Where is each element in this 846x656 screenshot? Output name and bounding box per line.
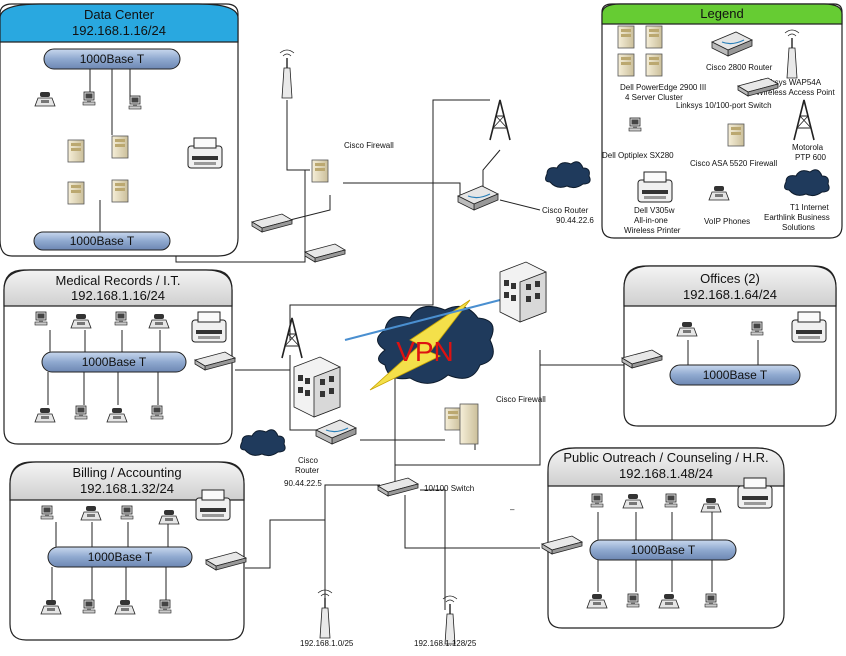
- outreach-bus: [589, 539, 737, 561]
- top-firewall-label: Cisco Firewall: [344, 141, 394, 150]
- outreach-subnet: 192.168.1.48/24: [619, 466, 713, 481]
- billing-bus-label: 1000Base T: [88, 550, 153, 564]
- offices-bus-label: 1000Base T: [703, 368, 768, 382]
- bottom-firewall-icon: [444, 407, 462, 431]
- center-switch-label: 10/100 Switch: [424, 484, 474, 493]
- legend-poweredge-label2: 4 Server Cluster: [625, 93, 683, 102]
- legend: Legend Dell PowerEdge 2900 III 4 Server …: [601, 3, 843, 239]
- bottom-router-label2: Router: [295, 466, 319, 475]
- legend-asa-icon: [727, 123, 745, 147]
- pc-icon: [626, 593, 640, 608]
- server-icon: [111, 135, 129, 159]
- pc-icon: [34, 311, 48, 326]
- pc-icon: [40, 505, 54, 520]
- bottom-internet-cloud-icon: [240, 429, 286, 457]
- zone-medical-records: Medical Records / I.T. 192.168.1.16/24 1…: [3, 269, 236, 445]
- medical-bus: [41, 351, 187, 373]
- data-center-title: Data Center: [84, 7, 155, 22]
- offices-subnet: 192.168.1.64/24: [683, 287, 777, 302]
- legend-voip-label: VoIP Phones: [704, 217, 750, 226]
- dc-switch2-icon: [304, 243, 346, 263]
- poweredge-icon: [645, 53, 663, 77]
- billing-title: Billing / Accounting: [72, 465, 181, 480]
- zone-data-center: Data Center 192.168.1.16/24 1000Base T 1…: [0, 3, 239, 257]
- legend-motorola-label: Motorola: [792, 143, 824, 152]
- legend-optiplex-label: Dell Optiplex SX280: [602, 151, 674, 160]
- medical-bus-label: 1000Base T: [82, 355, 147, 369]
- center-switch-icon: [377, 477, 419, 497]
- bottom-tower-icon: [281, 317, 303, 359]
- medical-title: Medical Records / I.T.: [56, 273, 181, 288]
- legend-printer-label3: Wireless Printer: [624, 226, 681, 235]
- top-router-label: Cisco Router: [542, 206, 589, 215]
- vpn-label: VPN: [396, 336, 454, 367]
- pc-icon: [120, 505, 134, 520]
- legend-optiplex-icon: [628, 117, 642, 132]
- remote-building-icon: [499, 261, 547, 323]
- zone-billing: Billing / Accounting 192.168.1.32/24 100…: [9, 461, 247, 641]
- legend-router-label: Cisco 2800 Router: [706, 63, 773, 72]
- legend-switch-label: Linksys 10/100-port Switch: [676, 101, 772, 110]
- bottom-router-ip: 90.44.22.5: [284, 479, 322, 488]
- data-center-bus-bottom-label: 1000Base T: [70, 234, 135, 248]
- pc-icon: [750, 321, 764, 336]
- legend-asa-label: Cisco ASA 5520 Firewall: [690, 159, 777, 168]
- bottom-router-label: Cisco: [298, 456, 319, 465]
- data-center-subnet: 192.168.1.16/24: [72, 23, 166, 38]
- legend-wap-label: Linksys WAP54A: [760, 78, 822, 87]
- pc-icon: [74, 405, 88, 420]
- bottom-firewall-label: Cisco Firewall: [496, 395, 546, 404]
- backbone-wires: [175, 60, 625, 610]
- top-internet-cloud-icon: [545, 161, 591, 189]
- zone-public-outreach: Public Outreach / Counseling / H.R. 192.…: [541, 447, 785, 629]
- billing-subnet: 192.168.1.32/24: [80, 481, 174, 496]
- pc-icon: [114, 311, 128, 326]
- top-wap-icon: [279, 49, 295, 99]
- server-icon: [67, 139, 85, 163]
- outreach-bus-label: 1000Base T: [631, 543, 696, 557]
- top-router-icon: [457, 185, 499, 211]
- pc-icon: [704, 593, 718, 608]
- vpn-cloud: VPN: [344, 299, 501, 391]
- zone-offices: Offices (2) 192.168.1.64/24 1000Base T: [621, 265, 837, 427]
- server-icon: [67, 181, 85, 205]
- legend-t1-label2: Earthlink Business: [764, 213, 830, 222]
- legend-printer-label2: All-in-one: [634, 216, 668, 225]
- poweredge-icon: [617, 25, 635, 49]
- main-building-icon: [293, 356, 341, 418]
- legend-printer-label: Dell V305w: [634, 206, 675, 215]
- data-center-bus-top-label: 1000Base T: [80, 52, 145, 66]
- legend-motorola-label2: PTP 600: [795, 153, 827, 162]
- wap-right-label: 192.168.1.128/25: [414, 639, 477, 648]
- pc-icon: [82, 599, 96, 614]
- dc-switch-icon: [251, 213, 293, 233]
- pc-icon: [590, 493, 604, 508]
- data-center-pc2-icon: [128, 95, 142, 110]
- legend-poweredge-label: Dell PowerEdge 2900 III: [620, 83, 706, 92]
- outreach-title: Public Outreach / Counseling / H.R.: [563, 450, 768, 465]
- offices-bus: [669, 364, 801, 386]
- poweredge-icon: [645, 25, 663, 49]
- offices-title: Offices (2): [700, 271, 760, 286]
- poweredge-icon: [617, 53, 635, 77]
- data-center-pc-icon: [82, 91, 96, 106]
- top-tower-icon: [489, 99, 511, 141]
- pc-icon: [150, 405, 164, 420]
- top-router-ip: 90.44.22.6: [556, 216, 594, 225]
- legend-wap-label2: Wireless Access Point: [756, 88, 835, 97]
- billing-bus: [47, 546, 193, 568]
- wap-left-label: 192.168.1.0/25: [300, 639, 354, 648]
- top-firewall-icon: [311, 159, 329, 183]
- data-center-bus-bottom: [33, 231, 171, 251]
- dash-mark: –: [510, 505, 515, 514]
- bottom-router-icon: [315, 419, 357, 445]
- server-icon: [111, 179, 129, 203]
- legend-t1-label: T1 Internet: [790, 203, 829, 212]
- pc-icon: [664, 493, 678, 508]
- pc-icon: [158, 599, 172, 614]
- legend-t1-label3: Solutions: [782, 223, 815, 232]
- medical-subnet: 192.168.1.16/24: [71, 288, 165, 303]
- legend-title: Legend: [700, 6, 743, 21]
